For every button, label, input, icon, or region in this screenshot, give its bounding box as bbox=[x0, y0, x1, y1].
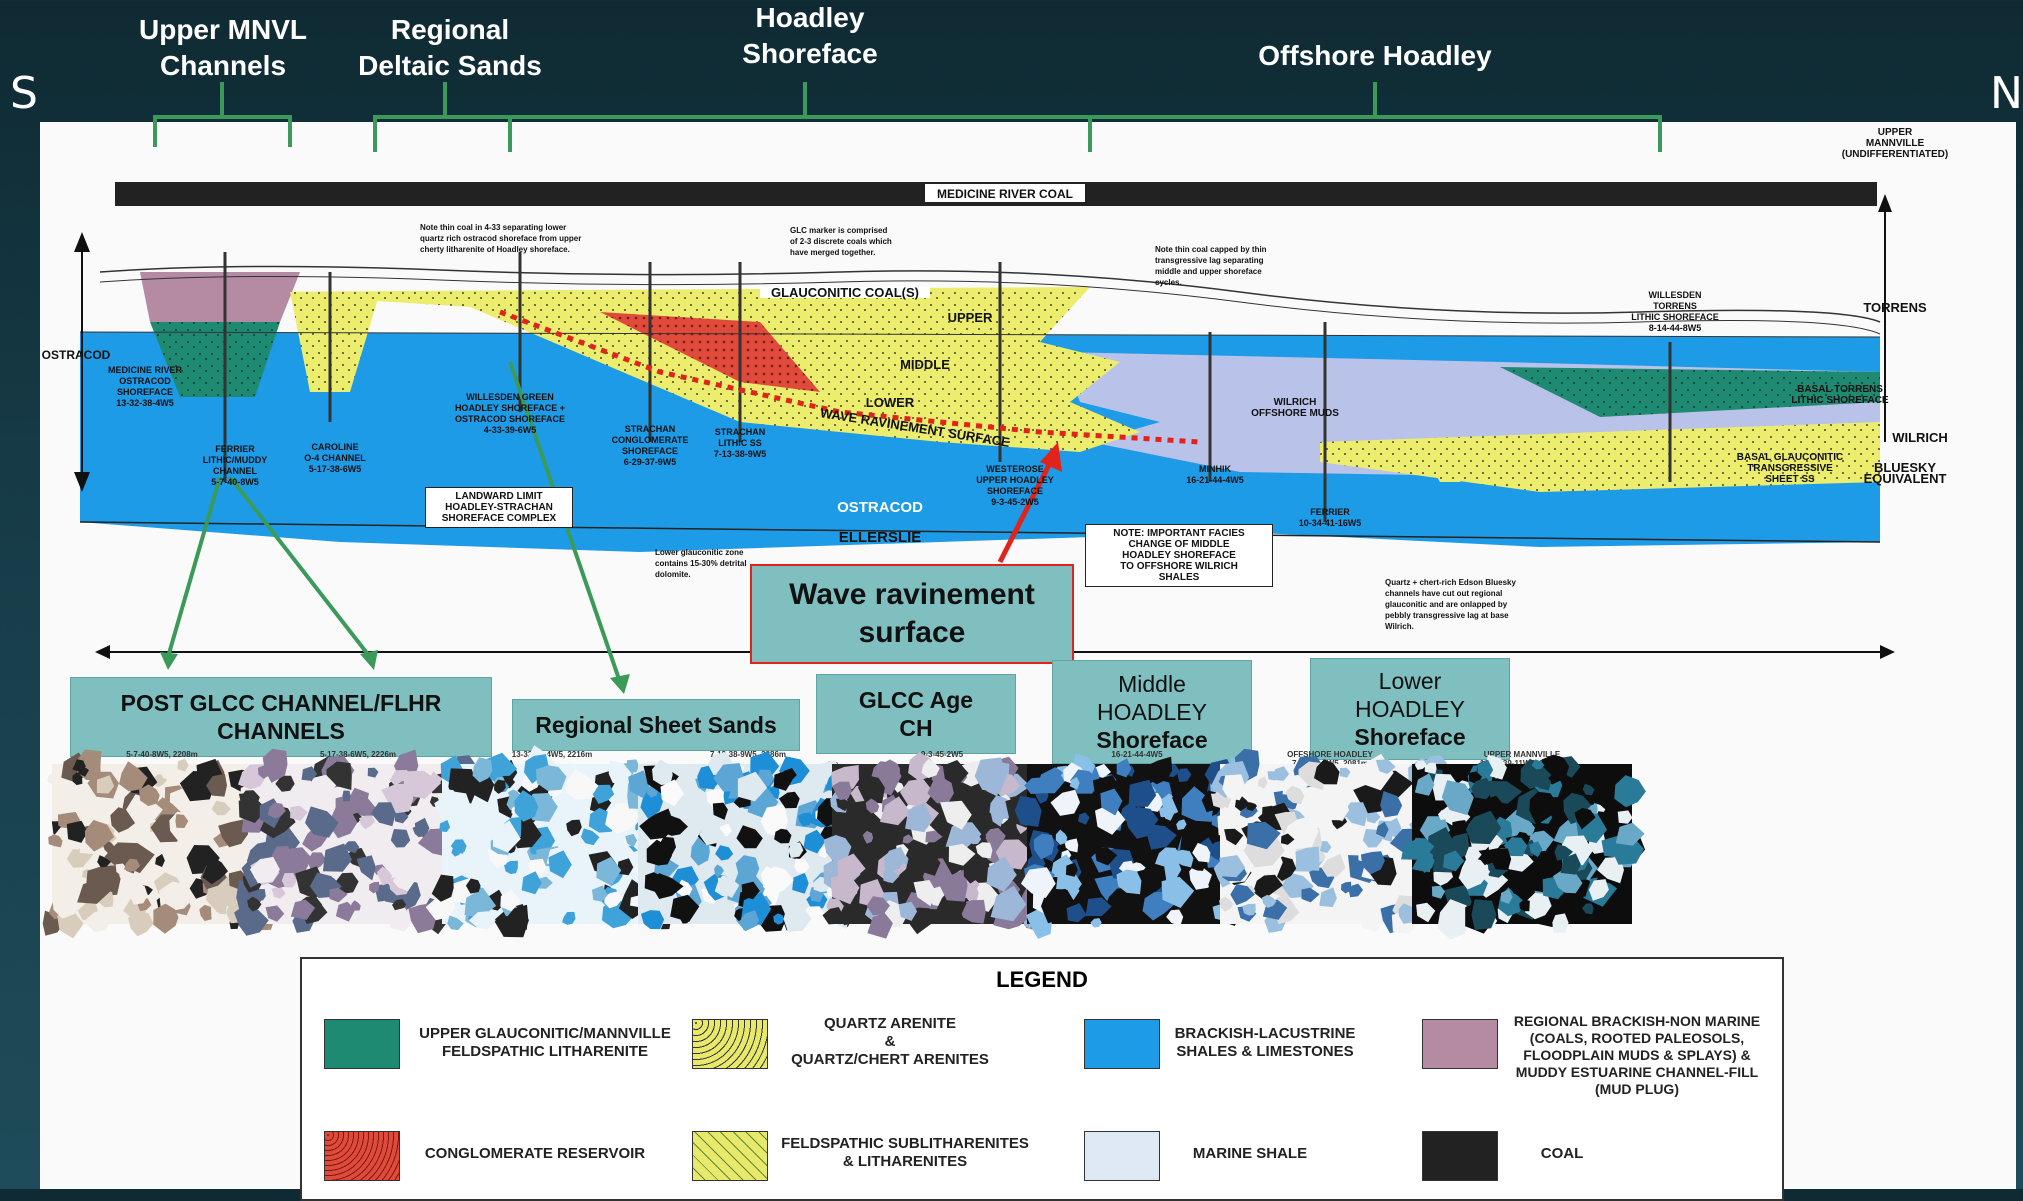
facies-box-regional-sheet: Regional Sheet Sands bbox=[512, 699, 800, 751]
legend-swatch bbox=[324, 1131, 400, 1181]
cross-section-panel: MEDICINE RIVER COAL bbox=[40, 82, 2016, 1201]
legend-label: REGIONAL BRACKISH-NON MARINE (COALS, ROO… bbox=[1513, 1013, 1761, 1097]
thin-section-image bbox=[628, 751, 869, 934]
thin-section-caption: 13-32-38-4W5, 2216m bbox=[511, 750, 593, 759]
well-label: STRACHAN CONGLOMERATE SHOREFACE 6-29-37-… bbox=[611, 424, 689, 467]
facies-box-line: POST GLCC CHANNEL/FLHR bbox=[120, 690, 442, 716]
basal-torrens-label: BASAL TORRENS LITHIC SHOREFACE bbox=[1791, 384, 1889, 406]
well-label: CAROLINE O-4 CHANNEL 5-17-38-6W5 bbox=[304, 442, 366, 474]
legend-swatch bbox=[692, 1019, 768, 1069]
facies-box-line: CHANNELS bbox=[217, 718, 345, 744]
facies-box-line: HOADLEY bbox=[1097, 699, 1207, 725]
basal-glauconitic-label: BASAL GLAUCONITIC TRANSGRESSIVE SHEET SS bbox=[1736, 452, 1844, 485]
middle-label: MIDDLE bbox=[900, 357, 950, 372]
facies-change-note: NOTE: IMPORTANT FACIES CHANGE OF MIDDLE … bbox=[1085, 524, 1273, 587]
thin-section-image bbox=[425, 745, 679, 938]
coal-note: Note thin coal in 4-33 separating lower … bbox=[420, 223, 582, 254]
label-regional-deltaic: Regional Deltaic Sands bbox=[358, 14, 542, 81]
legend-swatch bbox=[1422, 1131, 1498, 1181]
bluesky-label: BLUESKY EQUIVALENT bbox=[1863, 460, 1947, 486]
facies-box-line: CH bbox=[899, 715, 933, 741]
legend-label: FELDSPATHIC SUBLITHARENITES & LITHARENIT… bbox=[781, 1135, 1029, 1170]
thin-section-caption: 9-3-45-2W5 bbox=[920, 750, 964, 759]
ostracod-label: OSTRACOD bbox=[837, 499, 923, 516]
facies-box-lower-hoadley: Lower HOADLEY Shoreface bbox=[1310, 658, 1510, 760]
south-label: S bbox=[10, 68, 38, 119]
facies-box-line: Shoreface bbox=[1354, 724, 1466, 750]
facies-box-line: GLCC Age bbox=[858, 687, 974, 713]
thin-section-image bbox=[822, 752, 1063, 939]
well-label: MINHIK 16-21-44-4W5 bbox=[1186, 464, 1244, 485]
legend-label: COAL bbox=[1540, 1145, 1584, 1162]
facies-box-line: Lower bbox=[1378, 668, 1442, 694]
upper-mannville-label: UPPER MANNVILLE (UNDIFFERENTIATED) bbox=[1841, 127, 1949, 160]
landward-limit-note: LANDWARD LIMIT HOADLEY-STRACHAN SHOREFAC… bbox=[425, 487, 573, 528]
legend-label: MARINE SHALE bbox=[1192, 1145, 1308, 1162]
facies-box-line: Middle bbox=[1118, 671, 1186, 697]
well-label: WILLESDEN GREEN HOADLEY SHOREFACE + OSTR… bbox=[454, 392, 566, 435]
legend-swatch bbox=[1084, 1131, 1160, 1181]
glauconitic-coals-label: GLAUCONITIC COAL(S) bbox=[760, 286, 930, 299]
bluesky-note: Quartz + chert-rich Edson Bluesky channe… bbox=[1385, 578, 1516, 631]
thin-section-caption: 16-21-44-4W5 bbox=[1111, 750, 1163, 759]
label-hoadley-shoreface: Hoadley Shoreface bbox=[742, 2, 878, 69]
upper-label: UPPER bbox=[947, 310, 993, 325]
wave-ravinement-callout: Wave ravinement surface bbox=[750, 564, 1074, 664]
well-label: WILLESDEN TORRENS LITHIC SHOREFACE 8-14-… bbox=[1631, 290, 1719, 333]
wilrich-label: WILRICH bbox=[1892, 430, 1948, 445]
legend-label: BRACKISH-LACUSTRINE SHALES & LIMESTONES bbox=[1174, 1025, 1356, 1060]
lower-glauc-note: Lower glauconitic zone contains 15-30% d… bbox=[655, 548, 747, 579]
facies-box-line: Shoreface bbox=[1096, 727, 1208, 753]
medicine-river-coal-label: MEDICINE RIVER COAL bbox=[937, 187, 1073, 201]
legend-label: QUARTZ ARENITE & QUARTZ/CHERT ARENITES bbox=[791, 1015, 989, 1068]
north-label: N bbox=[1990, 68, 2023, 119]
label-upper-mnvl: Upper MNVL Channels bbox=[139, 14, 307, 81]
label-offshore-hoadley: Offshore Hoadley bbox=[1258, 40, 1492, 71]
torrens-label: TORRENS bbox=[1863, 300, 1927, 315]
legend: LEGEND UPPER GLAUCONITIC/MANNVILLE FELDS… bbox=[300, 957, 1784, 1201]
facies-box-glcc-age: GLCC Age CH bbox=[816, 674, 1016, 754]
thin-section-caption: 5-7-40-8W5, 2208m bbox=[126, 750, 198, 759]
ellerslie-label: ELLERSLIE bbox=[838, 529, 922, 546]
well-label: STRACHAN LITHIC SS 7-13-38-9W5 bbox=[713, 427, 767, 459]
lower-label: LOWER bbox=[865, 395, 915, 410]
legend-label: UPPER GLAUCONITIC/MANNVILLE FELDSPATHIC … bbox=[419, 1025, 671, 1060]
well-label: FERRIER 10-34-41-16W5 bbox=[1298, 507, 1362, 528]
legend-swatch bbox=[324, 1019, 400, 1069]
facies-box-post-glcc: POST GLCC CHANNEL/FLHR CHANNELS bbox=[70, 677, 492, 757]
thin-section-caption: 7-13-38-9W5, 2286m bbox=[709, 750, 787, 759]
legend-swatch bbox=[1084, 1019, 1160, 1069]
facies-box-middle-hoadley: Middle HOADLEY Shoreface bbox=[1052, 660, 1252, 764]
legend-title: LEGEND bbox=[996, 967, 1088, 992]
green-brackets bbox=[153, 82, 1662, 152]
glc-note: GLC marker is comprised of 2-3 discrete … bbox=[790, 226, 892, 257]
facies-box-line: HOADLEY bbox=[1355, 696, 1465, 722]
legend-swatch bbox=[692, 1131, 768, 1181]
facies-box-line: Regional Sheet Sands bbox=[535, 712, 777, 738]
legend-swatch bbox=[1422, 1019, 1498, 1069]
well-label: FERRIER LITHIC/MUDDY CHANNEL 5-7-40-8W5 bbox=[202, 444, 268, 487]
ostracod-left-label: OSTRACOD bbox=[41, 348, 111, 362]
thin-section-caption: 5-17-38-6W5, 2226m bbox=[319, 750, 397, 759]
wilrich-offshore-muds-label: WILRICH OFFSHORE MUDS bbox=[1251, 397, 1339, 419]
thin-coal-note: Note thin coal capped by thin transgress… bbox=[1155, 245, 1267, 287]
well-label: MEDICINE RIVER OSTRACOD SHOREFACE 13-32-… bbox=[107, 365, 182, 408]
thin-section-image bbox=[1401, 754, 1646, 940]
well-label: WESTEROSE UPPER HOADLEY SHOREFACE 9-3-45… bbox=[976, 464, 1054, 507]
legend-label: CONGLOMERATE RESERVOIR bbox=[424, 1145, 646, 1162]
